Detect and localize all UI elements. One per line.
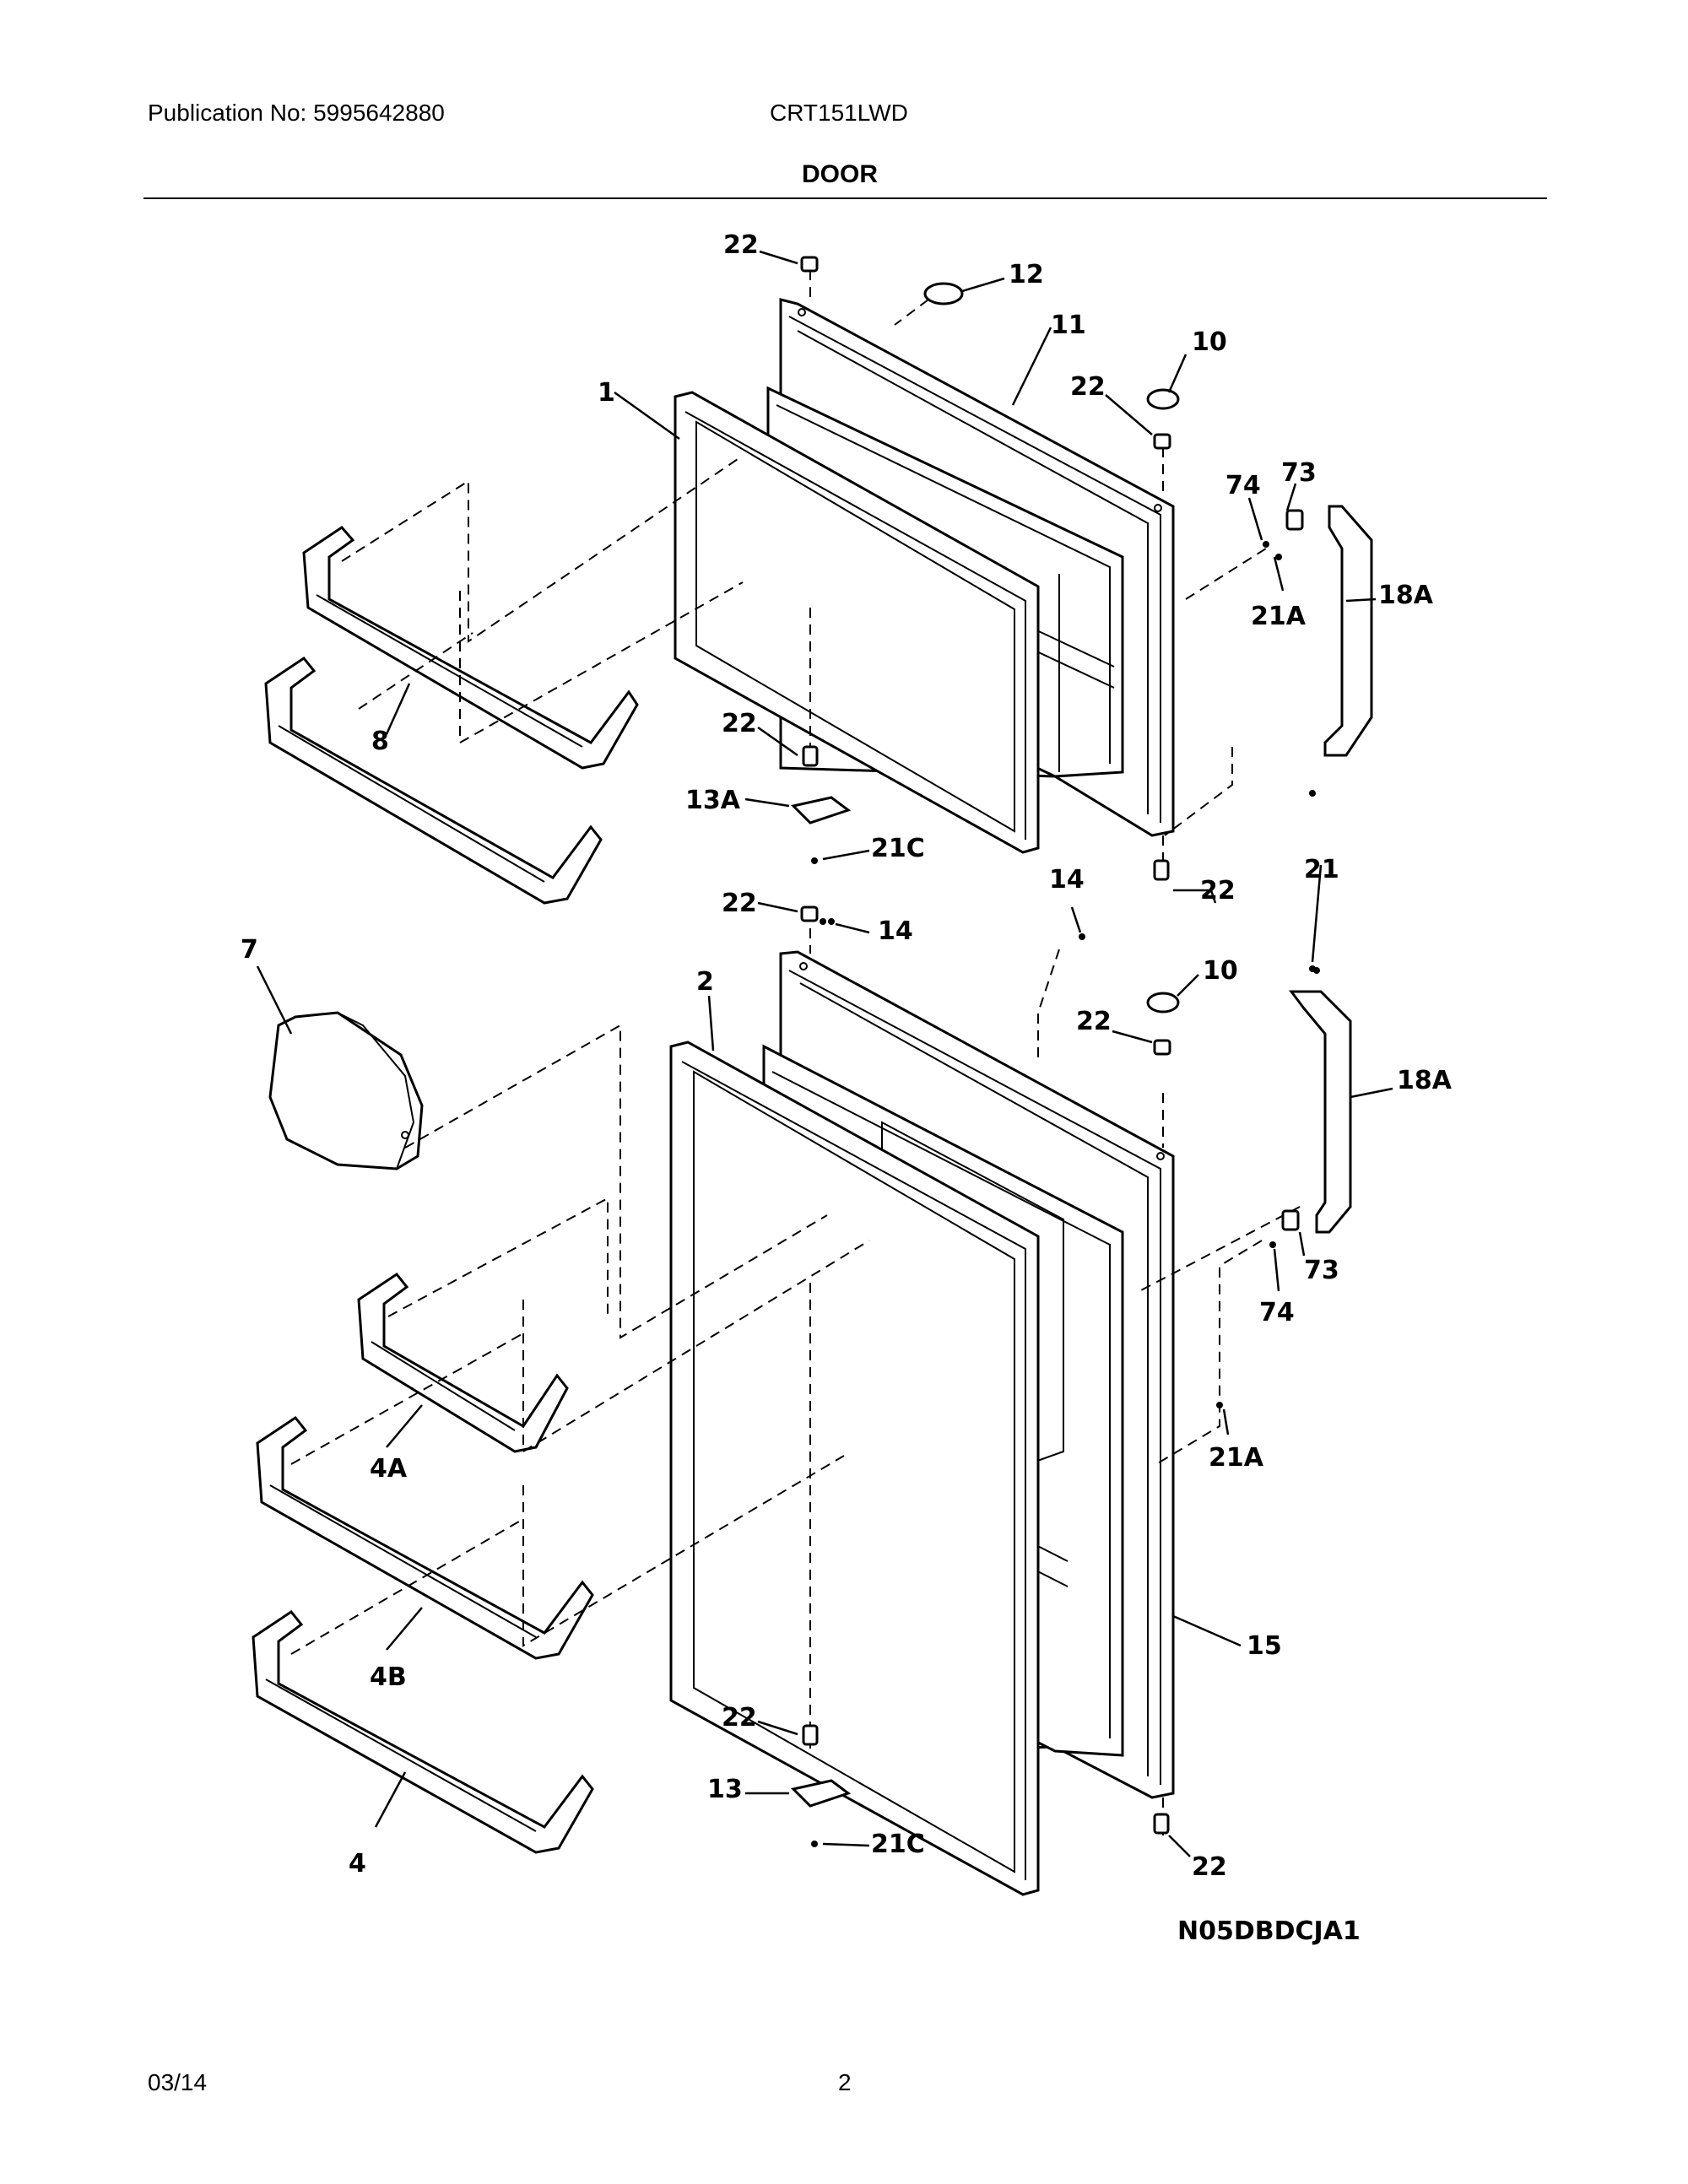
callout-21A: 21A [1209,1443,1264,1473]
diagram-code: N05DBDCJA1 [1177,1916,1361,1946]
section-title: DOOR [802,160,878,188]
callout-leaders [256,250,1393,1857]
callout-21C: 21C [871,1830,925,1859]
callout-14: 14 [1049,865,1085,895]
callout-21C: 21C [871,834,925,863]
callout-22: 22 [723,230,759,260]
callout-74: 74 [1225,471,1261,500]
callout-4A: 4A [370,1454,408,1484]
callout-2: 2 [696,967,714,997]
callout-1: 1 [598,378,615,408]
fresh-food-hardware [791,905,1352,1847]
callout-12: 12 [1009,260,1044,289]
callout-21: 21 [1304,855,1339,884]
freezer-hardware [791,256,1373,974]
fresh-food-bin-7 [268,1011,424,1170]
callout-10: 10 [1203,956,1238,986]
callout-8: 8 [371,727,389,756]
callout-13: 13 [707,1775,743,1804]
model-number: CRT151LWD [770,100,908,126]
freezer-door-shelf-bars [264,526,639,905]
callout-11: 11 [1051,311,1086,340]
callout-4: 4 [349,1849,366,1879]
callout-73: 73 [1304,1256,1339,1285]
callout-7: 7 [241,935,258,965]
fresh-food-dash-lines [290,928,1301,1835]
callout-22: 22 [1076,1007,1112,1036]
callout-14: 14 [878,916,913,946]
callout-13A: 13A [685,786,741,815]
freezer-door-gasket [674,391,1040,854]
callout-22: 22 [722,1703,757,1733]
callout-74: 74 [1259,1298,1295,1327]
publication-number: Publication No: 5995642880 [148,100,445,126]
callout-22: 22 [722,889,757,918]
callout-15: 15 [1247,1631,1282,1661]
callout-4B: 4B [370,1662,407,1692]
footer-date: 03/14 [148,2069,208,2095]
page-number: 2 [838,2069,852,2095]
callout-18A: 18A [1378,581,1434,610]
callout-10: 10 [1192,327,1227,357]
callout-73: 73 [1281,458,1317,488]
callout-21A: 21A [1251,602,1307,631]
callout-22: 22 [1200,876,1236,905]
callout-22: 22 [722,709,757,738]
header-rule [143,197,1547,199]
freezer-dash-lines [341,270,1267,873]
callout-22: 22 [1192,1852,1227,1882]
callout-18A: 18A [1397,1066,1453,1095]
callout-22: 22 [1070,372,1106,402]
fresh-food-door-shelf-bars [252,1272,594,1854]
fresh-food-door-gasket [669,1041,1040,1896]
